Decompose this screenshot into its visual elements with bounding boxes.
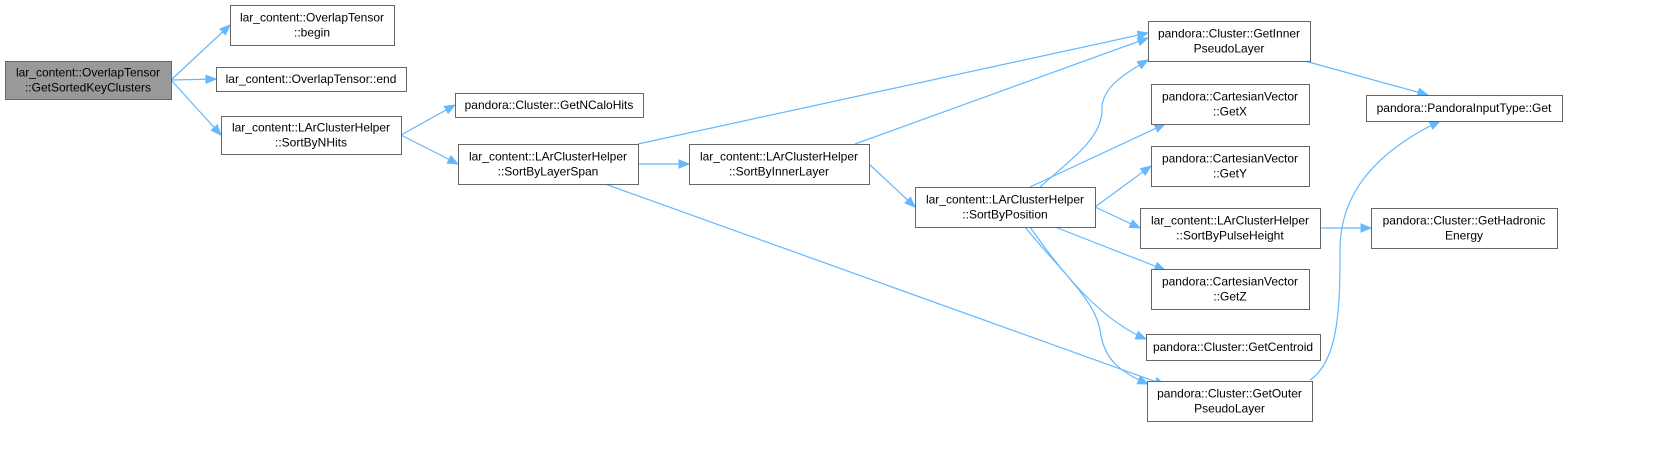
edge-sortbyposition-to-getinnerpl	[1039, 59, 1149, 188]
node-end-label-line-1: lar_content::OverlapTensor::end	[226, 72, 397, 86]
node-getx-label-line-2: ::GetX	[1213, 105, 1247, 119]
node-gethadronic-box	[1371, 208, 1558, 249]
node-getx-label-line-1: pandora::CartesianVector	[1162, 90, 1298, 104]
node-getncalohits[interactable]: pandora::Cluster::GetNCaloHits	[455, 93, 644, 118]
node-getz-label-line-1: pandora::CartesianVector	[1162, 275, 1298, 289]
node-sortbyinnerlayer-label-line-1: lar_content::LArClusterHelper	[700, 150, 858, 164]
edge-sortbylayerspan-to-getouterpl	[604, 183, 1166, 386]
node-sortbynhits-label-line-1: lar_content::LArClusterHelper	[232, 121, 390, 135]
node-sortbyinnerlayer[interactable]: lar_content::LArClusterHelper::SortByInn…	[689, 144, 870, 185]
node-sortbyposition-label-line-1: lar_content::LArClusterHelper	[926, 193, 1084, 207]
arrowhead-getouterpl-to-inputtypeget	[1428, 120, 1442, 130]
node-sortbylayerspan-label-line-2: ::SortByLayerSpan	[498, 165, 599, 179]
node-gety-label-line-1: pandora::CartesianVector	[1162, 152, 1298, 166]
node-getinnerpl-label-line-1: pandora::Cluster::GetInner	[1158, 27, 1300, 41]
node-getouterpl-label-line-1: pandora::Cluster::GetOuter	[1157, 387, 1302, 401]
node-begin-box	[230, 5, 395, 46]
edge-sortbyinnerlayer-to-getinnerpl	[854, 37, 1149, 145]
node-getx[interactable]: pandora::CartesianVector::GetX	[1151, 84, 1310, 125]
edge-root-to-sortbynhits	[170, 79, 222, 136]
node-sortbypulseheight-label-line-2: ::SortByPulseHeight	[1176, 229, 1284, 243]
node-root-label-line-1: lar_content::OverlapTensor	[16, 66, 160, 80]
edge-sortbyposition-to-getz	[1054, 226, 1166, 271]
arrowhead-sortbypulseheight-to-gethadronic	[1360, 223, 1373, 233]
node-root-box	[5, 61, 172, 100]
node-root[interactable]: lar_content::OverlapTensor::GetSortedKey…	[5, 61, 172, 100]
edge-sortbynhits-to-sortbylayerspan	[400, 134, 459, 165]
nodes-layer: lar_content::OverlapTensor::GetSortedKey…	[5, 5, 1563, 422]
node-begin-label-line-2: ::begin	[294, 26, 330, 40]
node-getcentroid-label-line-1: pandora::Cluster::GetCentroid	[1153, 340, 1313, 354]
node-sortbypulseheight-box	[1140, 208, 1321, 249]
node-getouterpl-label-line-2: PseudoLayer	[1194, 402, 1265, 416]
node-sortbylayerspan[interactable]: lar_content::LArClusterHelper::SortByLay…	[458, 144, 639, 185]
node-root-label-line-2: ::GetSortedKeyClusters	[25, 81, 151, 95]
arrowhead-root-to-sortbynhits	[210, 124, 222, 136]
node-getouterpl-box	[1147, 381, 1313, 422]
node-sortbypulseheight[interactable]: lar_content::LArClusterHelper::SortByPul…	[1140, 208, 1321, 249]
node-end[interactable]: lar_content::OverlapTensor::end	[216, 67, 407, 92]
edge-sortbyposition-to-getcentroid	[1029, 226, 1147, 340]
arrowhead-sortbyposition-to-getinnerpl	[1136, 59, 1150, 70]
arrowhead-root-to-end	[205, 74, 218, 84]
node-getcentroid-box	[1146, 334, 1321, 361]
node-inputtypeget-box	[1366, 95, 1563, 122]
arrowhead-sortbylayerspan-to-sortbyinnerlayer	[678, 159, 691, 169]
arrowhead-root-to-begin	[219, 24, 231, 36]
node-getcentroid[interactable]: pandora::Cluster::GetCentroid	[1146, 334, 1321, 361]
node-gety-box	[1151, 146, 1310, 187]
node-getz[interactable]: pandora::CartesianVector::GetZ	[1151, 269, 1310, 310]
node-getinnerpl-label-line-2: PseudoLayer	[1194, 42, 1265, 56]
arrowhead-sortbyinnerlayer-to-sortbyposition	[904, 196, 916, 208]
node-gety-label-line-2: ::GetY	[1213, 167, 1247, 181]
node-getz-label-line-2: ::GetZ	[1213, 290, 1246, 304]
node-getncalohits-box	[455, 93, 644, 118]
edge-getouterpl-to-inputtypeget	[1309, 120, 1441, 381]
arrowhead-sortbynhits-to-sortbylayerspan	[446, 155, 460, 165]
arrowhead-sortbyposition-to-sortbypulseheight	[1128, 219, 1142, 229]
node-getinnerpl-box	[1148, 21, 1311, 62]
node-gethadronic-label-line-1: pandora::Cluster::GetHadronic	[1383, 214, 1546, 228]
node-sortbyinnerlayer-box	[689, 144, 870, 185]
node-sortbypulseheight-label-line-1: lar_content::LArClusterHelper	[1151, 214, 1309, 228]
arrowhead-sortbyposition-to-gety	[1139, 165, 1153, 177]
arrowhead-sortbyinnerlayer-to-getinnerpl	[1136, 37, 1150, 47]
arrowhead-sortbyposition-to-getouterpl	[1136, 375, 1150, 385]
node-gethadronic-label-line-2: Energy	[1445, 229, 1483, 243]
node-getx-box	[1151, 84, 1310, 125]
node-sortbylayerspan-box	[458, 144, 639, 185]
edge-sortbyposition-to-getx	[1029, 123, 1166, 188]
node-sortbynhits[interactable]: lar_content::LArClusterHelper::SortByNHi…	[221, 116, 402, 155]
node-gety[interactable]: pandora::CartesianVector::GetY	[1151, 146, 1310, 187]
edge-sortbylayerspan-to-getinnerpl	[637, 32, 1149, 145]
node-sortbyposition[interactable]: lar_content::LArClusterHelper::SortByPos…	[915, 187, 1096, 228]
node-getncalohits-label-line-1: pandora::Cluster::GetNCaloHits	[465, 98, 634, 112]
node-begin-label-line-1: lar_content::OverlapTensor	[240, 11, 384, 25]
node-getz-box	[1151, 269, 1310, 310]
node-sortbyposition-label-line-2: ::SortByPosition	[962, 208, 1047, 222]
arrowhead-sortbynhits-to-getncalohits	[443, 104, 457, 115]
arrowhead-sortbylayerspan-to-getinnerpl	[1136, 30, 1150, 40]
edge-getinnerpl-to-inputtypeget	[1304, 60, 1429, 96]
edge-root-to-begin	[170, 24, 231, 81]
node-sortbyposition-box	[915, 187, 1096, 228]
node-sortbyinnerlayer-label-line-2: ::SortByInnerLayer	[729, 165, 829, 179]
edge-sortbyposition-to-gety	[1094, 165, 1152, 208]
node-inputtypeget[interactable]: pandora::PandoraInputType::Get	[1366, 95, 1563, 122]
node-sortbynhits-box	[221, 116, 402, 155]
arrowhead-sortbyposition-to-getx	[1153, 123, 1167, 133]
node-inputtypeget-label-line-1: pandora::PandoraInputType::Get	[1377, 101, 1552, 115]
arrowhead-sortbyposition-to-getcentroid	[1134, 330, 1148, 340]
arrowhead-sortbyposition-to-getz	[1153, 261, 1167, 271]
node-sortbylayerspan-label-line-1: lar_content::LArClusterHelper	[469, 150, 627, 164]
edge-sortbyposition-to-getouterpl	[1024, 226, 1149, 385]
node-end-box	[216, 67, 407, 92]
node-sortbynhits-label-line-2: ::SortByNHits	[275, 136, 347, 150]
node-begin[interactable]: lar_content::OverlapTensor::begin	[230, 5, 395, 46]
